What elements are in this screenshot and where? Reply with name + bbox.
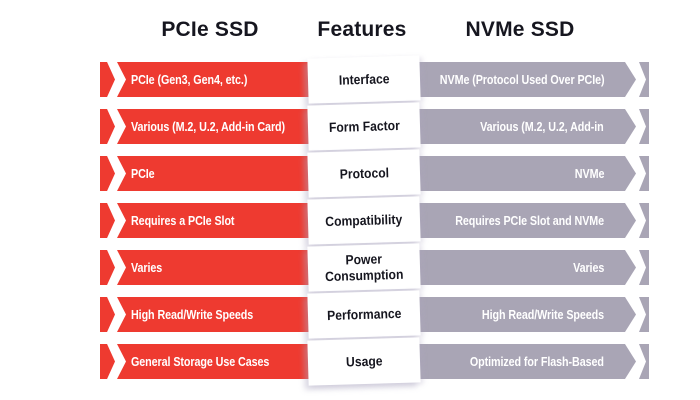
- feature-band: Performance: [307, 290, 421, 339]
- table-row: Various (M.2, U.2, Add-in Card) Form Fac…: [0, 102, 700, 151]
- pcie-value-bar: Various (M.2, U.2, Add-in Card): [117, 109, 314, 144]
- feature-band: Protocol: [307, 149, 421, 198]
- pcie-value-bar: Requires a PCIe Slot: [117, 203, 314, 238]
- feature-label: Form Factor: [328, 117, 400, 135]
- feature-band: Compatibility: [307, 196, 421, 245]
- table-row: PCIe Protocol NVMe: [0, 149, 700, 198]
- pcie-value-bar: Varies: [117, 250, 314, 285]
- pcie-value-bar: High Read/Write Speeds: [117, 297, 314, 332]
- feature-label: Compatibility: [325, 211, 403, 230]
- left-chevron-icon: [100, 344, 115, 379]
- table-row: Requires a PCIe Slot Compatibility Requi…: [0, 196, 700, 245]
- pcie-value-bar: General Storage Use Cases: [117, 344, 314, 379]
- left-chevron-icon: [100, 203, 115, 238]
- feature-label: Interface: [338, 71, 390, 88]
- left-chevron-icon: [100, 250, 115, 285]
- nvme-value: Varies: [572, 260, 604, 275]
- feature-label: Usage: [345, 353, 383, 370]
- feature-band: Interface: [307, 55, 421, 104]
- right-chevron-icon: [639, 62, 649, 97]
- table-row: Varies Power Consumption Varies: [0, 243, 700, 292]
- nvme-value-bar: Various (M.2, U.2, Add-in: [417, 109, 636, 144]
- left-chevron-icon: [100, 156, 115, 191]
- right-chevron-icon: [639, 297, 649, 332]
- right-chevron-icon: [639, 344, 649, 379]
- pcie-value: Requires a PCIe Slot: [131, 213, 235, 228]
- nvme-value: NVMe: [574, 166, 604, 181]
- left-chevron-icon: [100, 297, 115, 332]
- pcie-value: General Storage Use Cases: [131, 354, 270, 369]
- feature-band: Form Factor: [307, 102, 421, 151]
- table-row: General Storage Use Cases Usage Optimize…: [0, 337, 700, 386]
- right-chevron-icon: [639, 203, 649, 238]
- header-features: Features: [317, 18, 407, 41]
- feature-band: Usage: [307, 337, 421, 386]
- nvme-value-bar: Varies: [417, 250, 636, 285]
- feature-band: Power Consumption: [307, 243, 421, 292]
- pcie-value-bar: PCIe (Gen3, Gen4, etc.): [117, 62, 314, 97]
- nvme-value: High Read/Write Speeds: [481, 307, 604, 322]
- feature-label: Performance: [326, 305, 402, 324]
- nvme-value-bar: High Read/Write Speeds: [417, 297, 636, 332]
- header-nvme-ssd: NVMe SSD: [465, 18, 575, 41]
- left-chevron-icon: [100, 109, 115, 144]
- nvme-value-bar: Optimized for Flash-Based: [417, 344, 636, 379]
- feature-label: Protocol: [339, 165, 389, 182]
- pcie-value-bar: PCIe: [117, 156, 314, 191]
- right-chevron-icon: [639, 156, 649, 191]
- nvme-value: Requires PCIe Slot and NVMe: [455, 213, 604, 228]
- nvme-value-bar: NVMe: [417, 156, 636, 191]
- pcie-value: Varies: [131, 260, 163, 275]
- right-chevron-icon: [639, 109, 649, 144]
- nvme-value: Various (M.2, U.2, Add-in: [480, 119, 604, 134]
- header-pcie-ssd: PCIe SSD: [161, 18, 259, 41]
- feature-label: Power Consumption: [324, 251, 404, 284]
- pcie-value: High Read/Write Speeds: [131, 307, 254, 322]
- pcie-value: PCIe: [131, 166, 155, 181]
- pcie-value: Various (M.2, U.2, Add-in Card): [131, 119, 286, 134]
- nvme-value: NVMe (Protocol Used Over PCIe): [439, 72, 604, 87]
- nvme-value: Optimized for Flash-Based: [469, 354, 604, 369]
- nvme-value-bar: NVMe (Protocol Used Over PCIe): [417, 62, 636, 97]
- right-chevron-icon: [639, 250, 649, 285]
- pcie-value: PCIe (Gen3, Gen4, etc.): [131, 72, 248, 87]
- left-chevron-icon: [100, 62, 115, 97]
- table-row: PCIe (Gen3, Gen4, etc.) Interface NVMe (…: [0, 55, 700, 104]
- table-row: High Read/Write Speeds Performance High …: [0, 290, 700, 339]
- nvme-value-bar: Requires PCIe Slot and NVMe: [417, 203, 636, 238]
